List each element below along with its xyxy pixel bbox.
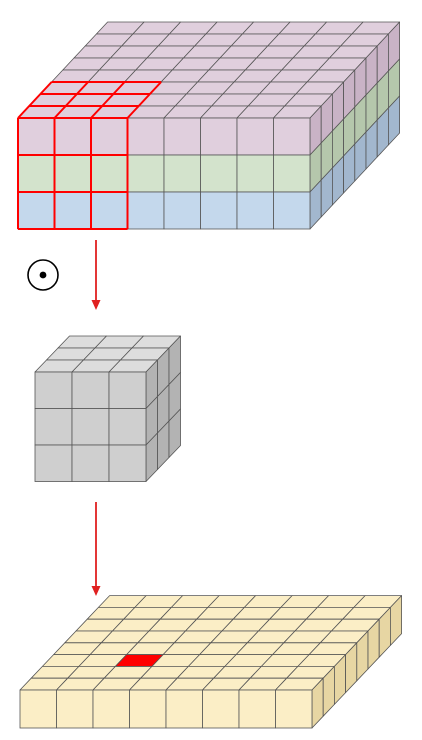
window-line bbox=[90, 81, 126, 119]
front-cell bbox=[273, 117, 311, 156]
front-cell bbox=[127, 117, 165, 156]
window-line bbox=[17, 81, 53, 119]
front-cell bbox=[200, 154, 238, 193]
input-volume bbox=[17, 21, 401, 230]
output-volume bbox=[19, 595, 403, 729]
front-cell bbox=[17, 154, 55, 193]
window-line bbox=[126, 81, 162, 119]
front-cell bbox=[129, 689, 167, 729]
front-cell bbox=[56, 689, 94, 729]
front-cell bbox=[236, 117, 274, 156]
front-cell bbox=[163, 154, 201, 193]
front-cell bbox=[202, 689, 240, 729]
front-cell bbox=[165, 689, 203, 729]
front-cell bbox=[163, 117, 201, 156]
arrow-down-icon bbox=[91, 502, 101, 596]
circle-dot-icon-dot bbox=[39, 271, 47, 279]
front-cell bbox=[71, 371, 110, 409]
kernel-volume bbox=[34, 335, 181, 482]
front-cell bbox=[238, 689, 276, 729]
front-cell bbox=[236, 154, 274, 193]
front-cell bbox=[200, 117, 238, 156]
front-cell bbox=[273, 154, 311, 193]
front-cell bbox=[71, 408, 110, 446]
front-cell bbox=[108, 444, 147, 482]
front-cell bbox=[236, 191, 274, 230]
front-cell bbox=[17, 191, 55, 230]
front-cell bbox=[54, 117, 92, 156]
side-cell bbox=[387, 95, 401, 146]
window-line bbox=[53, 81, 89, 119]
front-cell bbox=[90, 117, 128, 156]
arrow-head bbox=[91, 300, 101, 310]
front-cell bbox=[34, 371, 73, 409]
front-cell bbox=[19, 689, 57, 729]
arrow-head bbox=[91, 586, 101, 596]
arrow-down-icon bbox=[91, 240, 101, 310]
front-cell bbox=[17, 117, 55, 156]
front-cell bbox=[273, 191, 311, 230]
front-cell bbox=[108, 371, 147, 409]
front-cell bbox=[92, 689, 130, 729]
front-cell bbox=[127, 191, 165, 230]
front-cell bbox=[71, 444, 110, 482]
front-cell bbox=[90, 191, 128, 230]
front-cell bbox=[34, 444, 73, 482]
front-cell bbox=[108, 408, 147, 446]
front-cell bbox=[127, 154, 165, 193]
front-cell bbox=[163, 191, 201, 230]
output-highlight-cell bbox=[115, 654, 164, 667]
receptive-window bbox=[17, 81, 162, 230]
side-cell bbox=[168, 408, 181, 458]
front-cell bbox=[90, 154, 128, 193]
front-cell bbox=[34, 408, 73, 446]
side-cell bbox=[389, 595, 403, 646]
front-cell bbox=[275, 689, 313, 729]
circle-dot-icon bbox=[27, 259, 59, 291]
front-cell bbox=[54, 154, 92, 193]
front-cell bbox=[200, 191, 238, 230]
front-cell bbox=[54, 191, 92, 230]
